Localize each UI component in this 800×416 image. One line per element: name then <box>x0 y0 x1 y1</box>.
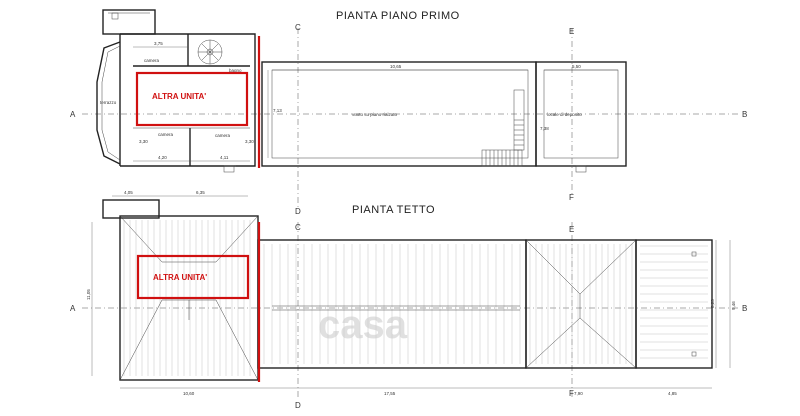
dim-1060: 10,60 <box>183 391 195 396</box>
stair-treads-vertical <box>514 119 524 146</box>
dim-635: 6,35 <box>196 190 205 195</box>
dim-405: 4,05 <box>124 190 133 195</box>
axis-label-a: A <box>70 110 76 119</box>
dim-1065: 10,65 <box>390 64 402 69</box>
dim-790: 7,90 <box>574 391 583 396</box>
dim-550: 5,50 <box>572 64 581 69</box>
hatch-right-roof <box>529 244 633 364</box>
dim-485: 4,85 <box>668 391 677 396</box>
room-label-camera-left: camera <box>158 132 174 137</box>
dim-330-left: 3,30 <box>139 139 148 144</box>
axis-label-f: F <box>569 193 574 202</box>
roof-plan <box>91 195 731 389</box>
room-label-terrazzo: terrazzo <box>100 100 117 105</box>
dim-713: 7,13 <box>273 108 282 113</box>
dim-1755: 17,55 <box>384 391 396 396</box>
first-floor-plan <box>96 9 627 173</box>
watermark-logo: casa <box>318 303 408 347</box>
axis-label-b-roof: B <box>742 304 747 313</box>
other-unit-box-upper <box>135 71 249 127</box>
room-label-vuoto: vuoto su piano rialzato <box>352 112 398 117</box>
first-floor-title: PIANTA PIANO PRIMO <box>336 10 460 22</box>
axis-label-e-roof: E <box>569 225 574 234</box>
dim-738: 7,38 <box>540 126 549 131</box>
dim-411: 4,11 <box>220 155 229 160</box>
axis-label-c: C <box>295 23 301 32</box>
axis-label-f-roof: F <box>569 389 574 398</box>
other-unit-label-upper: ALTRA UNITA' <box>152 92 206 101</box>
axis-label-c-roof: C <box>295 223 301 232</box>
dim-823: 8,23 <box>710 299 715 308</box>
axis-label-b: B <box>742 110 747 119</box>
hatch-canopy <box>640 245 708 359</box>
roof-title: PIANTA TETTO <box>352 204 435 216</box>
axis-label-d: D <box>295 207 301 216</box>
room-label-camera-right: camera <box>215 133 231 138</box>
room-label-camera-top: camera <box>144 58 160 63</box>
other-unit-label-lower: ALTRA UNITA' <box>153 273 207 282</box>
dim-330-right: 3,30 <box>245 139 254 144</box>
other-unit-box-lower <box>136 254 250 300</box>
stair-treads <box>485 150 519 166</box>
axis-label-d-roof: D <box>295 401 301 410</box>
dim-375: 3,75 <box>154 41 163 46</box>
dim-420: 4,20 <box>158 155 167 160</box>
room-label-bagno: bagno <box>229 68 242 73</box>
axis-label-e: E <box>569 27 574 36</box>
hatch-central-roof <box>263 244 521 364</box>
axis-label-a-roof: A <box>70 304 76 313</box>
room-label-deposito: locale di deposito <box>547 112 582 117</box>
dim-1105: 11,05 <box>86 289 91 300</box>
dim-946: 9,46 <box>731 301 736 310</box>
